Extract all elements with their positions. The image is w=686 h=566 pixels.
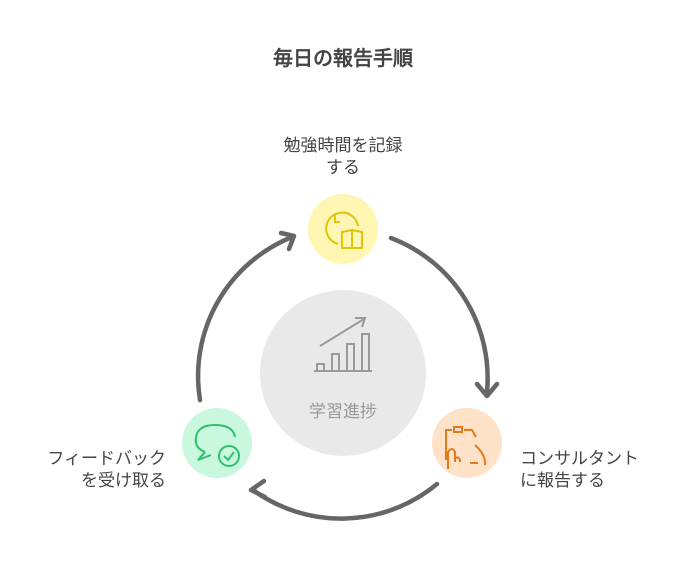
step1-label-line1: 勉強時間を記録	[283, 136, 403, 156]
step2-circle	[432, 408, 502, 478]
step3-label-line1: フィードバック	[47, 449, 166, 469]
chat-check-icon	[194, 423, 240, 467]
step1-label: 勉強時間を記録 する	[243, 135, 443, 179]
arrow-step2-to-step3	[250, 481, 440, 521]
step3-label: フィードバック を受け取る	[47, 448, 166, 492]
arrow-step3-to-step1	[195, 234, 295, 403]
step1-label-line2: する	[326, 158, 360, 178]
arrowhead-right-icon	[278, 230, 297, 252]
arrowhead-left-icon	[248, 478, 268, 500]
clipboard-hand-icon	[445, 426, 487, 469]
step1-circle	[308, 194, 378, 264]
bar-chart-growth-icon	[314, 317, 372, 372]
arrowhead-down-icon	[474, 381, 500, 399]
center-label: 学習進捗	[309, 402, 377, 422]
diagram-title: 毎日の報告手順	[273, 46, 413, 70]
step2-label-line1: コンサルタント	[520, 449, 639, 469]
step3-circle	[182, 408, 252, 478]
step3-label-line2: を受け取る	[81, 471, 166, 491]
step2-label-line2: に報告する	[520, 471, 605, 491]
arrow-step1-to-step2	[388, 235, 490, 395]
center-circle	[260, 290, 426, 456]
clock-book-icon	[325, 211, 363, 249]
step2-label: コンサルタント に報告する	[520, 448, 639, 492]
